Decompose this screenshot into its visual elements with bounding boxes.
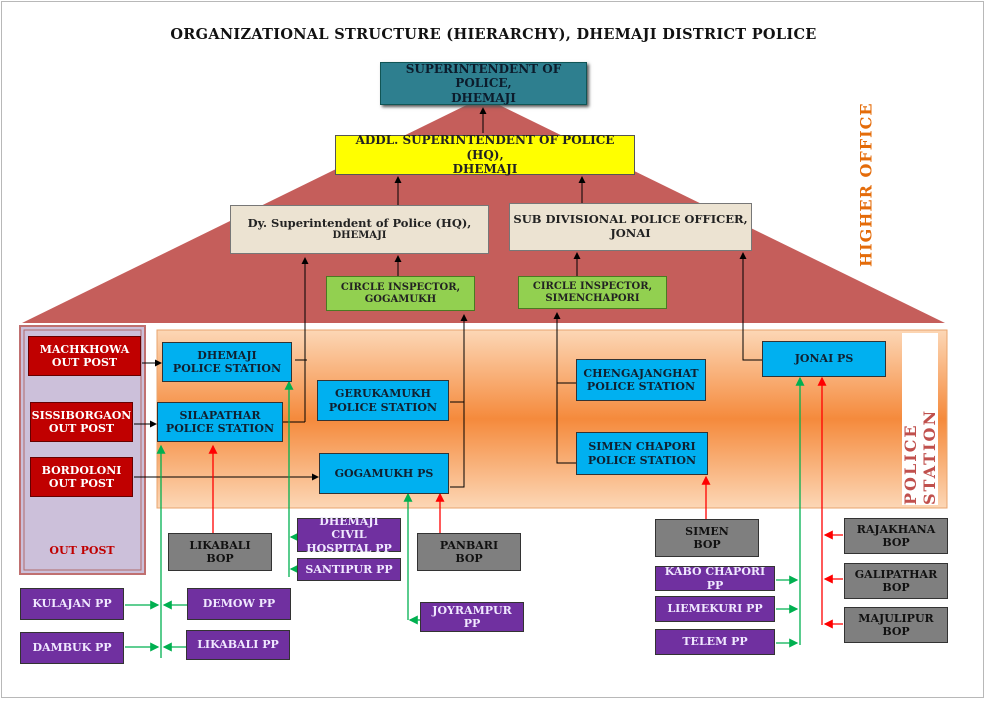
joyrampur-pp-box[interactable]: JOYRAMPUR PP — [420, 602, 524, 632]
dambuk-pp-box[interactable]: DAMBUK PP — [20, 632, 124, 664]
out-post-label: OUT POST — [49, 544, 115, 557]
hierarchy-links — [134, 107, 763, 488]
gogamukh-ps-box[interactable]: GOGAMUKH PS — [319, 453, 449, 494]
kulajan-pp-box[interactable]: KULAJAN PP — [20, 588, 124, 620]
red-links — [208, 376, 843, 629]
kabo-chapori-pp-box[interactable]: KABO CHAPORI PP — [655, 565, 775, 592]
demow-pp-box[interactable]: DEMOW PP — [187, 588, 291, 620]
superintendent-of-police-box[interactable]: SUPERINTENDENT OF POLICE,DHEMAJI — [380, 62, 587, 105]
circle-inspector-simenchapori-box[interactable]: CIRCLE INSPECTOR,SIMENCHAPORI — [518, 276, 667, 309]
addl-superintendent-box[interactable]: ADDL. SUPERINTENDENT OF POLICE (HQ),DHEM… — [335, 133, 635, 176]
telem-pp-box[interactable]: TELEM PP — [655, 629, 775, 655]
sdpo-jonai-box[interactable]: SUB DIVISIONAL POLICE OFFICER,JONAI — [509, 203, 752, 251]
page-title: ORGANIZATIONAL STRUCTURE (HIERARCHY), DH… — [170, 26, 817, 43]
police-station-label: POLICE STATION — [901, 333, 939, 505]
liemekuri-pp-box[interactable]: LIEMEKURI PP — [655, 596, 775, 622]
likabali-pp-box[interactable]: LIKABALI PP — [186, 630, 290, 660]
dy-superintendent-box[interactable]: Dy. Superintendent of Police (HQ),DHEMAJ… — [230, 205, 489, 254]
jonai-ps-box[interactable]: JONAI PS — [762, 341, 886, 377]
green-links — [125, 376, 805, 658]
higher-office-label: HIGHER OFFICE — [852, 95, 880, 275]
santipur-pp-box[interactable]: SANTIPUR PP — [297, 558, 401, 581]
circle-inspector-gogamukh-box[interactable]: CIRCLE INSPECTOR,GOGAMUKH — [326, 276, 475, 311]
